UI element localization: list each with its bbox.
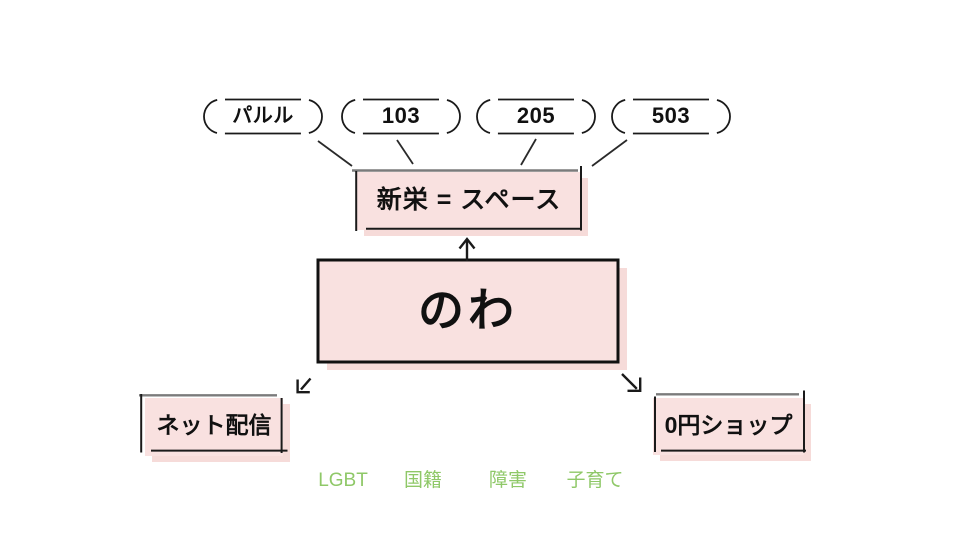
room-pill-outline-4 (611, 98, 731, 135)
down-right-arrow-icon (621, 373, 642, 392)
activity-left-label: ネット配信 (156, 412, 272, 438)
activity-right-label: 0円ショップ (664, 412, 793, 438)
room-pills (203, 98, 731, 135)
connector-line-2 (396, 139, 414, 165)
room-pill-label-4: 503 (651, 103, 691, 128)
theme-label-childcare: 子育て (566, 470, 624, 491)
hub-label: のわ (418, 284, 518, 336)
up-arrow-icon (458, 237, 476, 261)
room-pill-label-2: 103 (381, 103, 421, 128)
connector-line-3 (520, 138, 537, 166)
connector-line-4 (591, 139, 628, 167)
activity-left-box-fill (145, 398, 283, 456)
connector-lines (317, 138, 628, 167)
theme-label-nationality: 国籍 (403, 470, 442, 491)
room-pill-label-1: パルル (232, 105, 294, 127)
theme-label-lgbt: LGBT (318, 470, 368, 491)
room-pill-outline-1 (203, 98, 323, 135)
activity-right-box-fill (653, 398, 804, 455)
room-pill-outline-2 (341, 98, 461, 135)
theme-label-disability: 障害 (488, 470, 527, 491)
down-left-arrow-icon (296, 377, 312, 394)
venue-label: 新栄 = スペース (376, 186, 562, 214)
venue-box-fill (357, 172, 581, 230)
hub-box (316, 258, 620, 364)
room-pill-outline-3 (476, 98, 596, 135)
connector-line-1 (317, 140, 353, 167)
room-pill-label-3: 205 (516, 103, 556, 128)
